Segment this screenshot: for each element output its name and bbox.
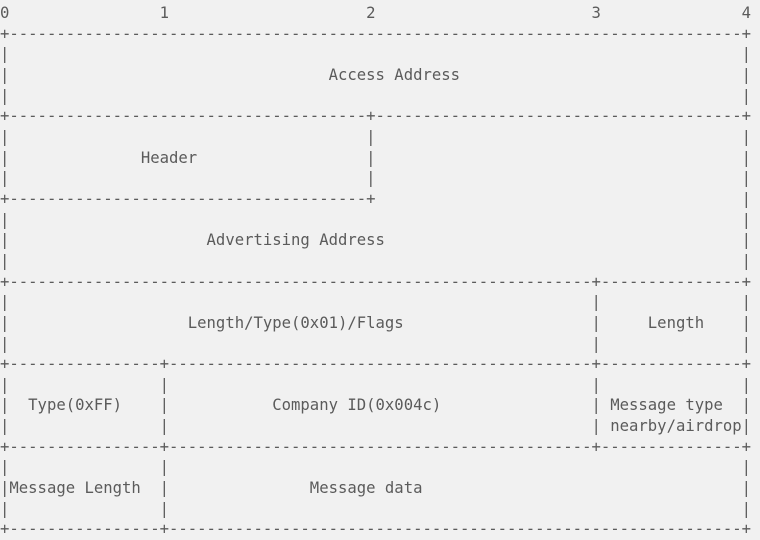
- field-border-line: +--------------------------------------+…: [0, 189, 752, 208]
- field-row-line: | | | |: [0, 375, 752, 394]
- byte-offset-ruler: 0 1 2 3 4: [0, 4, 752, 22]
- field-row-line: | | |: [0, 334, 752, 353]
- field-row-line: | Advertising Address |: [0, 231, 752, 250]
- field-row-line: | | |: [0, 127, 752, 146]
- field-row-line: | | |: [0, 458, 752, 477]
- field-row-line: | | |: [0, 293, 752, 312]
- field-row-line: | |: [0, 86, 752, 105]
- field-border-line: +---------------------------------------…: [0, 272, 752, 291]
- field-border-line: +----------------+----------------------…: [0, 437, 752, 456]
- field-row-line: | |: [0, 251, 752, 270]
- field-row-line: | |: [0, 210, 752, 229]
- packet-diagram: 0 1 2 3 4 +------------------------------…: [0, 3, 751, 540]
- field-row-line: |Message Length | Message data |: [0, 479, 752, 498]
- field-row-line: | |: [0, 45, 752, 64]
- field-row-line: | | |: [0, 499, 752, 518]
- field-border-line: +----------------+----------------------…: [0, 355, 752, 374]
- field-row-line: | | | nearby/airdrop|: [0, 417, 752, 436]
- field-row-line: | Length/Type(0x01)/Flags | Length |: [0, 313, 752, 332]
- field-row-line: | Type(0xFF) | Company ID(0x004c) | Mess…: [0, 396, 752, 415]
- field-border-line: +--------------------------------------+…: [0, 107, 752, 126]
- field-border-line: +----------------+----------------------…: [0, 520, 752, 539]
- field-row-line: | Header | |: [0, 148, 752, 167]
- field-border-line: +---------------------------------------…: [0, 24, 752, 43]
- field-row-line: | | |: [0, 169, 752, 188]
- field-row-line: | Access Address |: [0, 65, 752, 84]
